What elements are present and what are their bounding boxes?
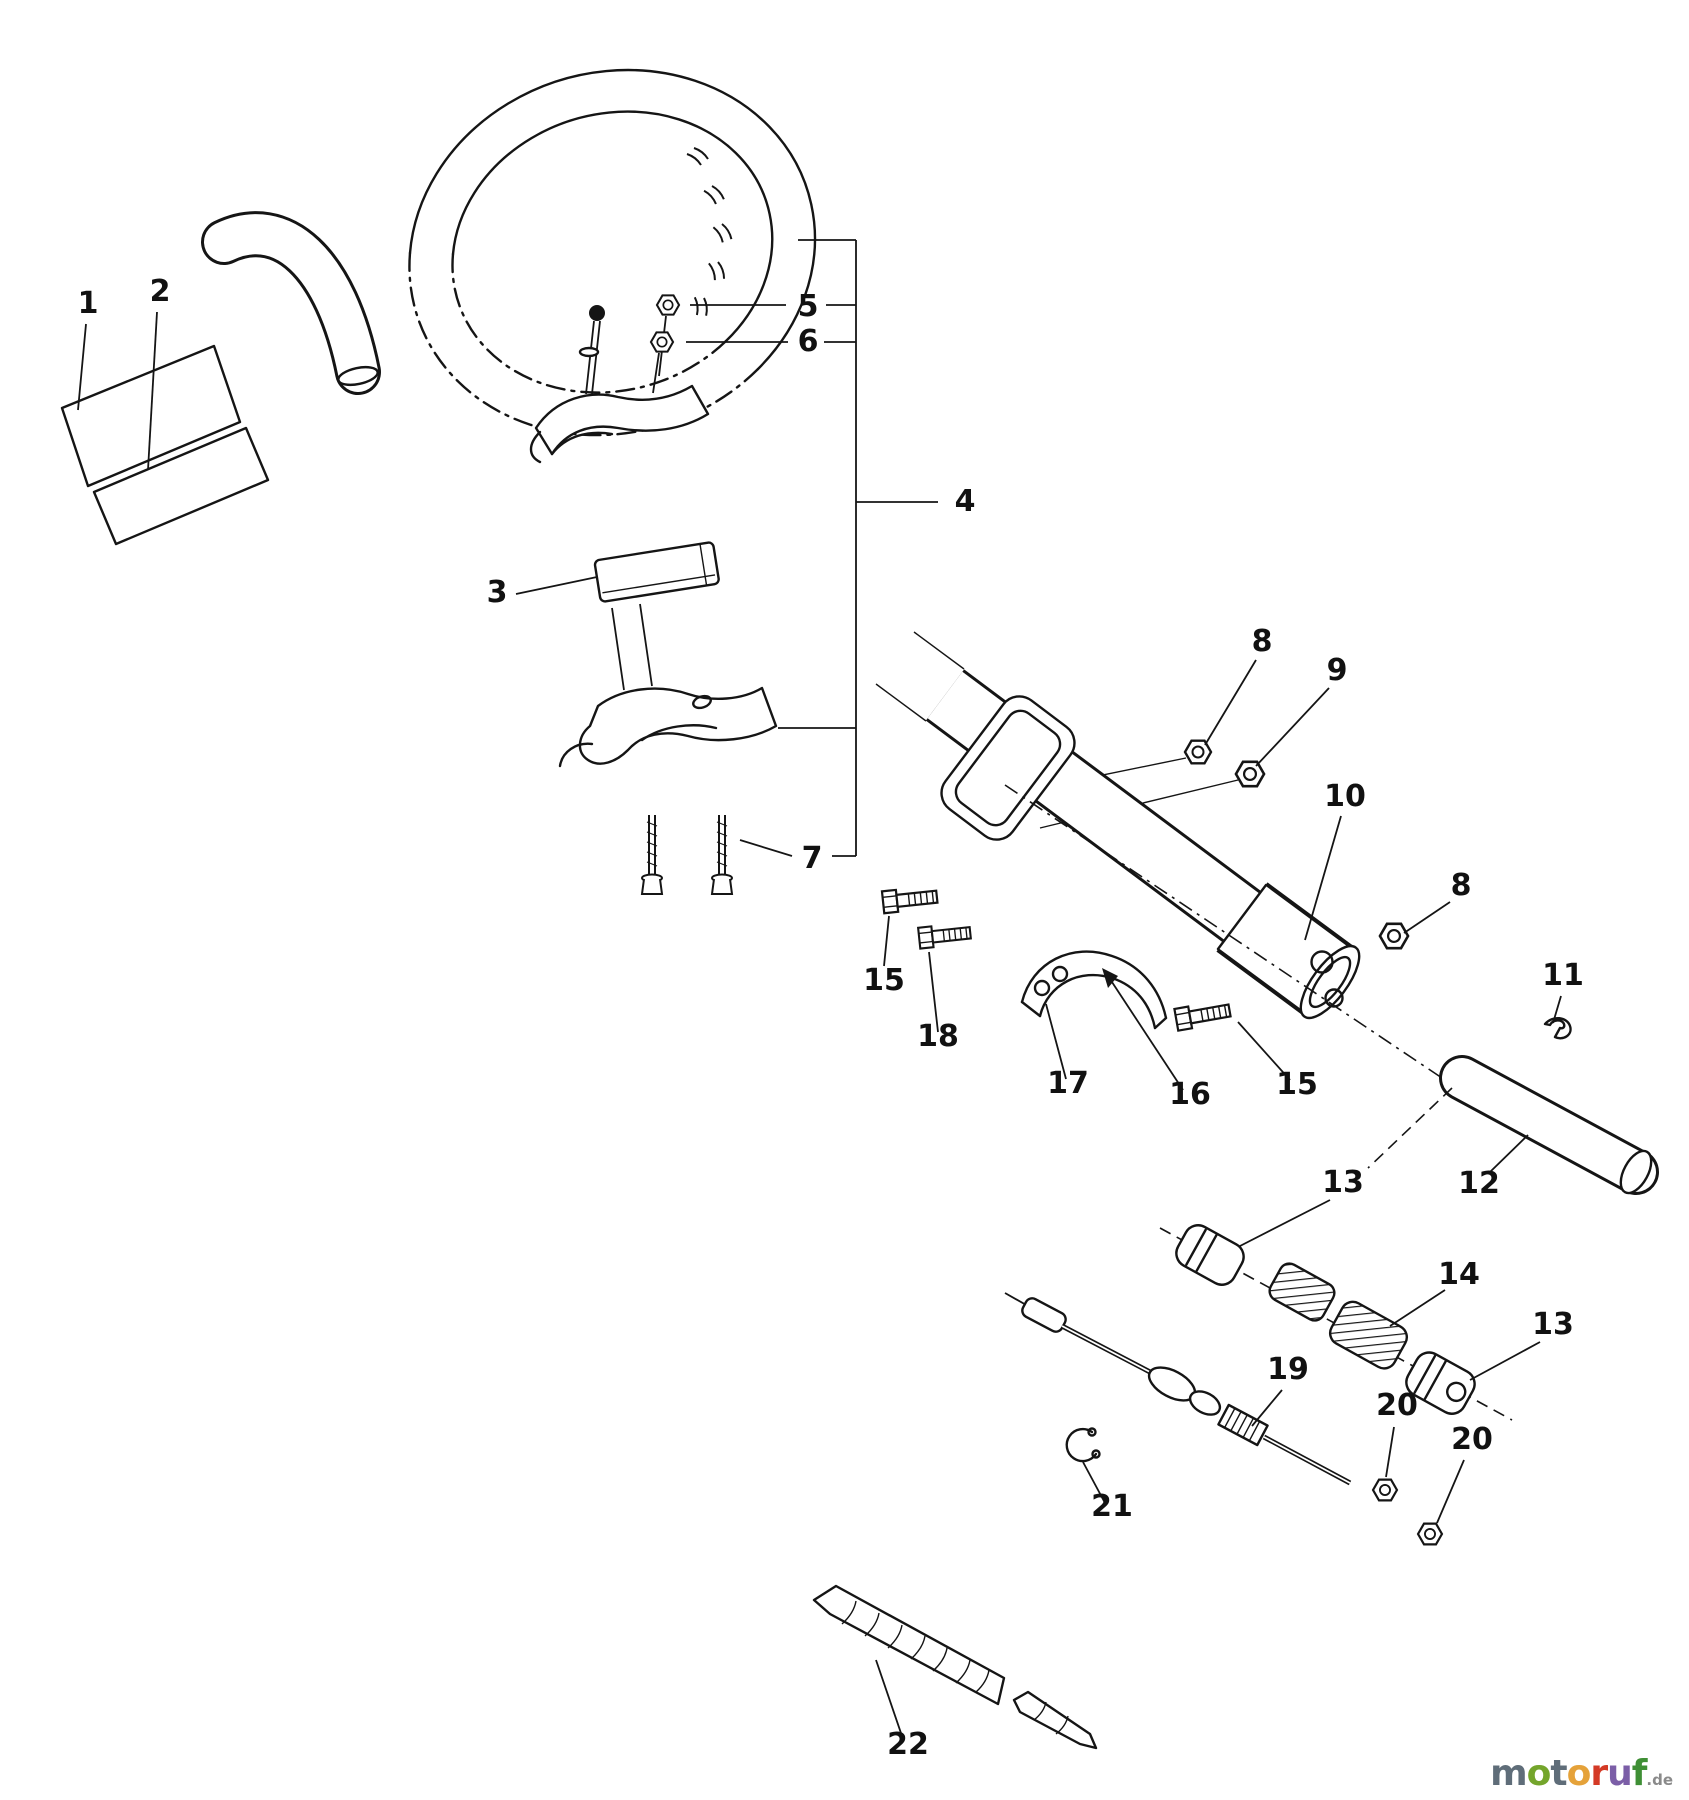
nut-20-lower	[1416, 1522, 1444, 1546]
bolt-18	[917, 921, 973, 950]
nut-6	[649, 331, 675, 353]
screw-7-right	[711, 814, 733, 895]
logo-letter-o2: o	[1566, 1753, 1592, 1794]
motoruf-logo[interactable]: motoruf.de	[1490, 1756, 1673, 1792]
callout-7: 7	[802, 841, 823, 876]
callout-11: 11	[1542, 958, 1584, 993]
callout-20a: 20	[1376, 1388, 1418, 1423]
callout-21: 21	[1091, 1489, 1133, 1524]
callout-13b: 13	[1532, 1307, 1574, 1342]
callout-18: 18	[917, 1019, 959, 1054]
shaft-clamp	[940, 695, 1076, 841]
part-14-spline-b	[1328, 1300, 1409, 1370]
screw-7-left	[641, 814, 663, 895]
callout-2: 2	[150, 274, 171, 309]
callout-12: 12	[1458, 1166, 1500, 1201]
part-21-circlip	[1065, 1427, 1101, 1463]
nut-5	[655, 294, 681, 316]
handle-clamp	[529, 384, 710, 464]
callout-9: 9	[1327, 653, 1348, 688]
drive-shaft-assembly	[875, 631, 1449, 1083]
leader-lines	[77, 311, 1562, 1740]
alignment-dash-a	[1367, 1087, 1453, 1169]
callout-3: 3	[487, 575, 508, 610]
callout-4: 4	[955, 484, 976, 519]
callout-5: 5	[798, 289, 819, 324]
callout-17: 17	[1047, 1066, 1089, 1101]
nut-8-upper	[1183, 739, 1213, 765]
nut-9	[1234, 760, 1266, 788]
part-2-blade	[92, 426, 270, 546]
part-19-flex-shaft	[1004, 1292, 1352, 1486]
logo-letter-u: u	[1607, 1753, 1633, 1794]
part-12-tube	[1439, 1055, 1659, 1195]
part-13-coupler-right	[1405, 1351, 1476, 1415]
logo-letter-o1: o	[1526, 1753, 1552, 1794]
callout-15a: 15	[863, 963, 905, 998]
grip-tube	[201, 211, 381, 395]
hanger-bracket	[1020, 950, 1168, 1030]
callout-20b: 20	[1451, 1422, 1493, 1457]
callout-8a: 8	[1252, 624, 1273, 659]
part-14-spline-a	[1268, 1262, 1336, 1322]
bolt-15-left	[880, 884, 940, 915]
logo-letter-m: m	[1490, 1753, 1528, 1794]
callout-8b: 8	[1451, 868, 1472, 903]
grip-texture	[686, 147, 737, 321]
callout-labels: 1 2 3 4 5 6 7 8 9 10 8 11 15 18 17 16 15…	[78, 274, 1584, 1762]
arrowhead-16	[1102, 968, 1118, 988]
callout-22: 22	[887, 1727, 929, 1762]
callout-14: 14	[1438, 1257, 1480, 1292]
callout-6: 6	[798, 324, 819, 359]
bolt-15-right	[1173, 998, 1233, 1032]
loop-handle	[408, 68, 817, 437]
callout-13a: 13	[1322, 1165, 1364, 1200]
logo-letter-f: f	[1631, 1753, 1648, 1794]
callout-bracket-4	[686, 239, 938, 857]
callout-15b: 15	[1276, 1067, 1318, 1102]
callout-19: 19	[1267, 1352, 1309, 1387]
nut-8-lower	[1378, 922, 1410, 950]
part-11-clip	[1543, 1017, 1572, 1040]
callout-16: 16	[1169, 1077, 1211, 1112]
part-13-coupler-left	[1175, 1224, 1245, 1286]
logo-letter-t: t	[1550, 1753, 1567, 1794]
callout-1: 1	[78, 286, 99, 321]
part-22-spiral	[812, 1584, 1098, 1750]
logo-letter-r: r	[1590, 1753, 1608, 1794]
logo-suffix: .de	[1646, 1771, 1673, 1789]
part-3-spacer	[593, 541, 720, 603]
nut-20-upper	[1371, 1478, 1399, 1502]
lower-clamp	[558, 686, 778, 768]
screw-head	[589, 305, 605, 321]
handle-clamp-fasteners	[578, 294, 681, 395]
callout-10: 10	[1324, 779, 1366, 814]
